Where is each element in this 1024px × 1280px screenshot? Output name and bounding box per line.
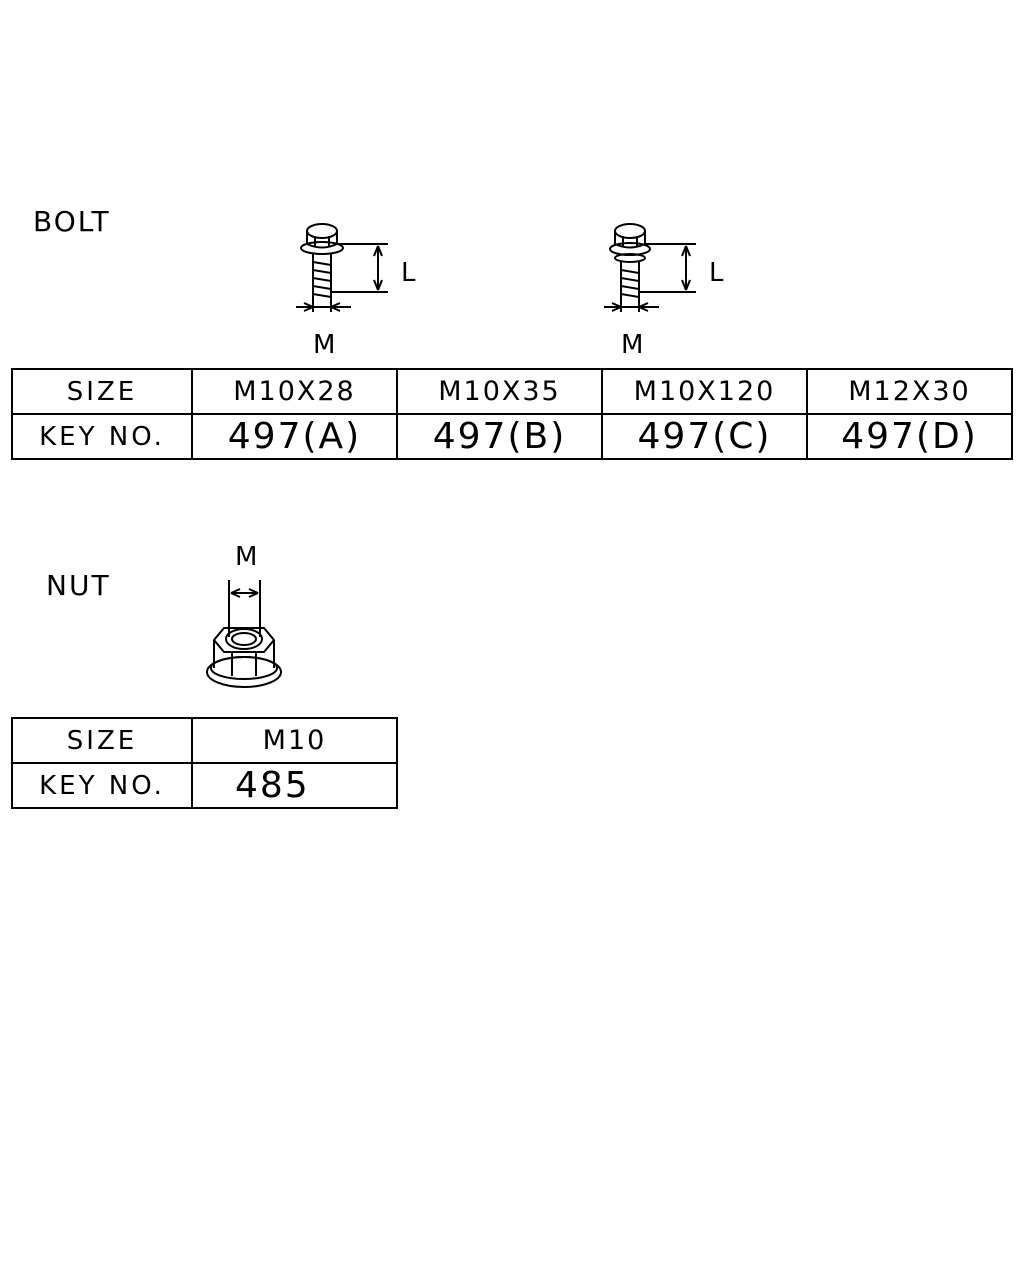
bolt-key-a: 497(A) [191, 413, 398, 460]
bolt-size-label: SIZE [11, 368, 193, 415]
bolt-size-c: M10X120 [601, 368, 808, 415]
bolt-size-d: M12X30 [806, 368, 1013, 415]
bolt-key-row: KEY NO. 497(A) 497(B) 497(C) 497(D) [11, 413, 1013, 460]
bolt-1-diameter-label: M [313, 330, 335, 360]
flange-bolt-washer-icon [604, 223, 696, 312]
bolt-diagrams: L M L M [296, 223, 724, 360]
bolt-size-a: M10X28 [191, 368, 398, 415]
bolt-key-c: 497(C) [601, 413, 808, 460]
bolt-1-length-label: L [401, 258, 416, 288]
bolt-2-diameter-label: M [621, 330, 643, 360]
nut-diameter-label: M [235, 542, 257, 572]
bolt-heading: BOLT [33, 205, 111, 238]
nut-size-label: SIZE [11, 717, 193, 764]
bolt-2-length-label: L [709, 258, 724, 288]
nut-diagram: M [206, 542, 282, 688]
flange-nut-icon [206, 580, 282, 688]
nut-key-row: KEY NO. 485 [11, 762, 398, 809]
flange-bolt-icon [296, 223, 388, 312]
bolt-key-label: KEY NO. [11, 413, 193, 460]
bolt-size-row: SIZE M10X28 M10X35 M10X120 M12X30 [11, 368, 1013, 415]
nut-size-row: SIZE M10 [11, 717, 398, 764]
nut-heading: NUT [46, 569, 111, 602]
nut-size-value: M10 [191, 717, 398, 764]
bolt-key-b: 497(B) [396, 413, 603, 460]
nut-size-table: SIZE M10 KEY NO. 485 [11, 717, 398, 809]
nut-key-label: KEY NO. [11, 762, 193, 809]
bolt-size-b: M10X35 [396, 368, 603, 415]
bolt-key-d: 497(D) [806, 413, 1013, 460]
nut-key-value: 485 [191, 762, 398, 809]
bolt-size-table: SIZE M10X28 M10X35 M10X120 M12X30 KEY NO… [11, 368, 1013, 460]
